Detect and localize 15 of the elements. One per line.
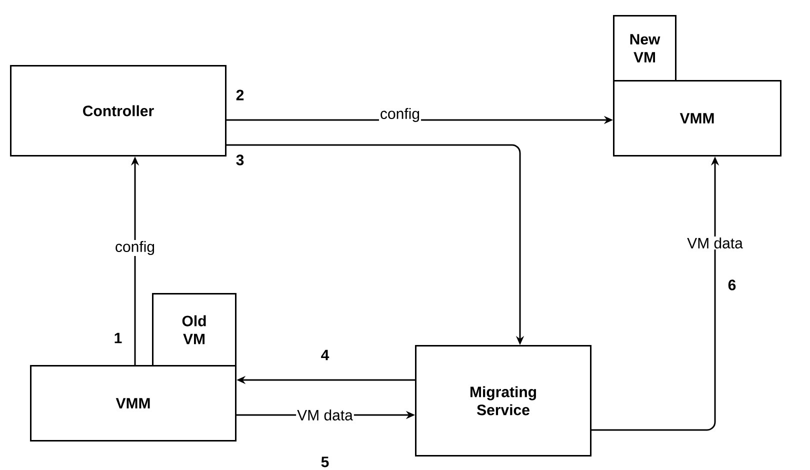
edge-label: config <box>379 107 422 123</box>
step-number: 6 <box>728 280 736 290</box>
edge-label: VM data <box>296 408 354 422</box>
process-box: VMM <box>30 365 236 442</box>
process-box: Old VM <box>152 293 236 366</box>
step-number: 1 <box>114 332 122 344</box>
step-number: 4 <box>321 350 330 360</box>
step-number: 5 <box>321 456 329 468</box>
process-box: Controller <box>10 65 226 156</box>
edge-label: VM data <box>686 236 744 250</box>
process-box: VMM <box>613 80 782 156</box>
process-box: Migrating Service <box>415 345 592 456</box>
step-number: 3 <box>236 154 244 166</box>
process-box: New VM <box>613 15 676 82</box>
edge-label: config <box>114 240 156 256</box>
